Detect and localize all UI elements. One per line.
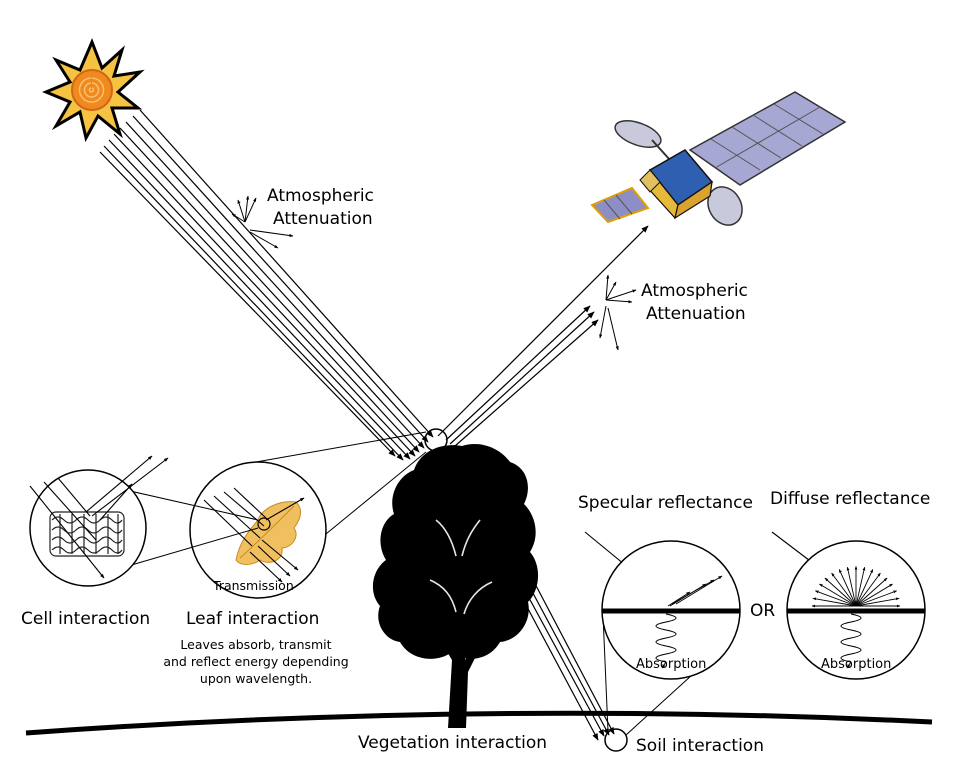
tree-icon	[372, 443, 539, 728]
specular-reflectance-circle	[601, 540, 741, 680]
diffuse-reflectance-circle	[786, 540, 926, 680]
leaf-description-line3: upon wavelength.	[200, 671, 312, 686]
atmospheric-attenuation-right-line1: Atmospheric	[641, 281, 748, 301]
atmospheric-attenuation-right-line2: Attenuation	[646, 304, 746, 324]
scatter-arrows-top	[231, 195, 294, 249]
leaf-interaction-label: Leaf interaction	[186, 609, 319, 629]
cell-interaction-circle	[29, 455, 169, 587]
diffuse-ray	[855, 572, 881, 607]
diffuse-ray	[812, 597, 857, 607]
soil-connector-left	[602, 614, 609, 732]
diffuse-ray	[855, 583, 893, 607]
cell-interaction-label: Cell interaction	[21, 609, 150, 629]
leaf-connector-top	[255, 431, 427, 463]
diffuse-ray	[846, 566, 857, 607]
absorption-label-diffuse: Absorption	[821, 657, 891, 672]
specular-reflectance-label: Specular reflectance	[578, 493, 753, 513]
diffuse-ray	[855, 569, 874, 607]
vegetation-interaction-label: Vegetation interaction	[358, 733, 547, 753]
tree-branches	[429, 519, 493, 615]
diffuse-ray	[824, 577, 857, 607]
diffuse-ray	[855, 577, 888, 607]
diffuse-ray	[831, 572, 857, 607]
soil-connector-right	[625, 674, 693, 736]
absorption-label-specular: Absorption	[636, 657, 706, 672]
diffuse-ray	[855, 590, 898, 607]
sun-icon	[42, 38, 145, 143]
cell-connector-bottom	[127, 527, 259, 567]
scatter-arrows-right	[599, 274, 637, 351]
incoming-rays	[99, 109, 434, 461]
diffuse-ray	[819, 583, 857, 607]
diffuse-ray	[855, 566, 866, 607]
reflected-rays	[437, 225, 649, 447]
leaf-description-line1: Leaves absorb, transmit	[180, 637, 331, 652]
diffuse-ray	[814, 590, 857, 607]
atmospheric-attenuation-top-line1: Atmospheric	[267, 186, 374, 206]
atmospheric-attenuation-top-line2: Attenuation	[273, 209, 373, 229]
diffuse-reflectance-label: Diffuse reflectance	[770, 489, 930, 509]
or-label: OR	[750, 601, 775, 621]
transmission-label: Transmission	[212, 578, 294, 593]
leaf-interaction-circle	[189, 461, 327, 599]
soil-interaction-label: Soil interaction	[636, 736, 764, 756]
soil-zoom-circle	[604, 728, 628, 752]
diffuse-ray	[838, 569, 857, 607]
diffuse-ray	[855, 597, 900, 607]
leaf-description-line2: and reflect energy depending	[163, 654, 348, 669]
soil-rays	[517, 577, 615, 741]
satellite-icon	[590, 91, 847, 226]
ground-line	[25, 710, 933, 736]
